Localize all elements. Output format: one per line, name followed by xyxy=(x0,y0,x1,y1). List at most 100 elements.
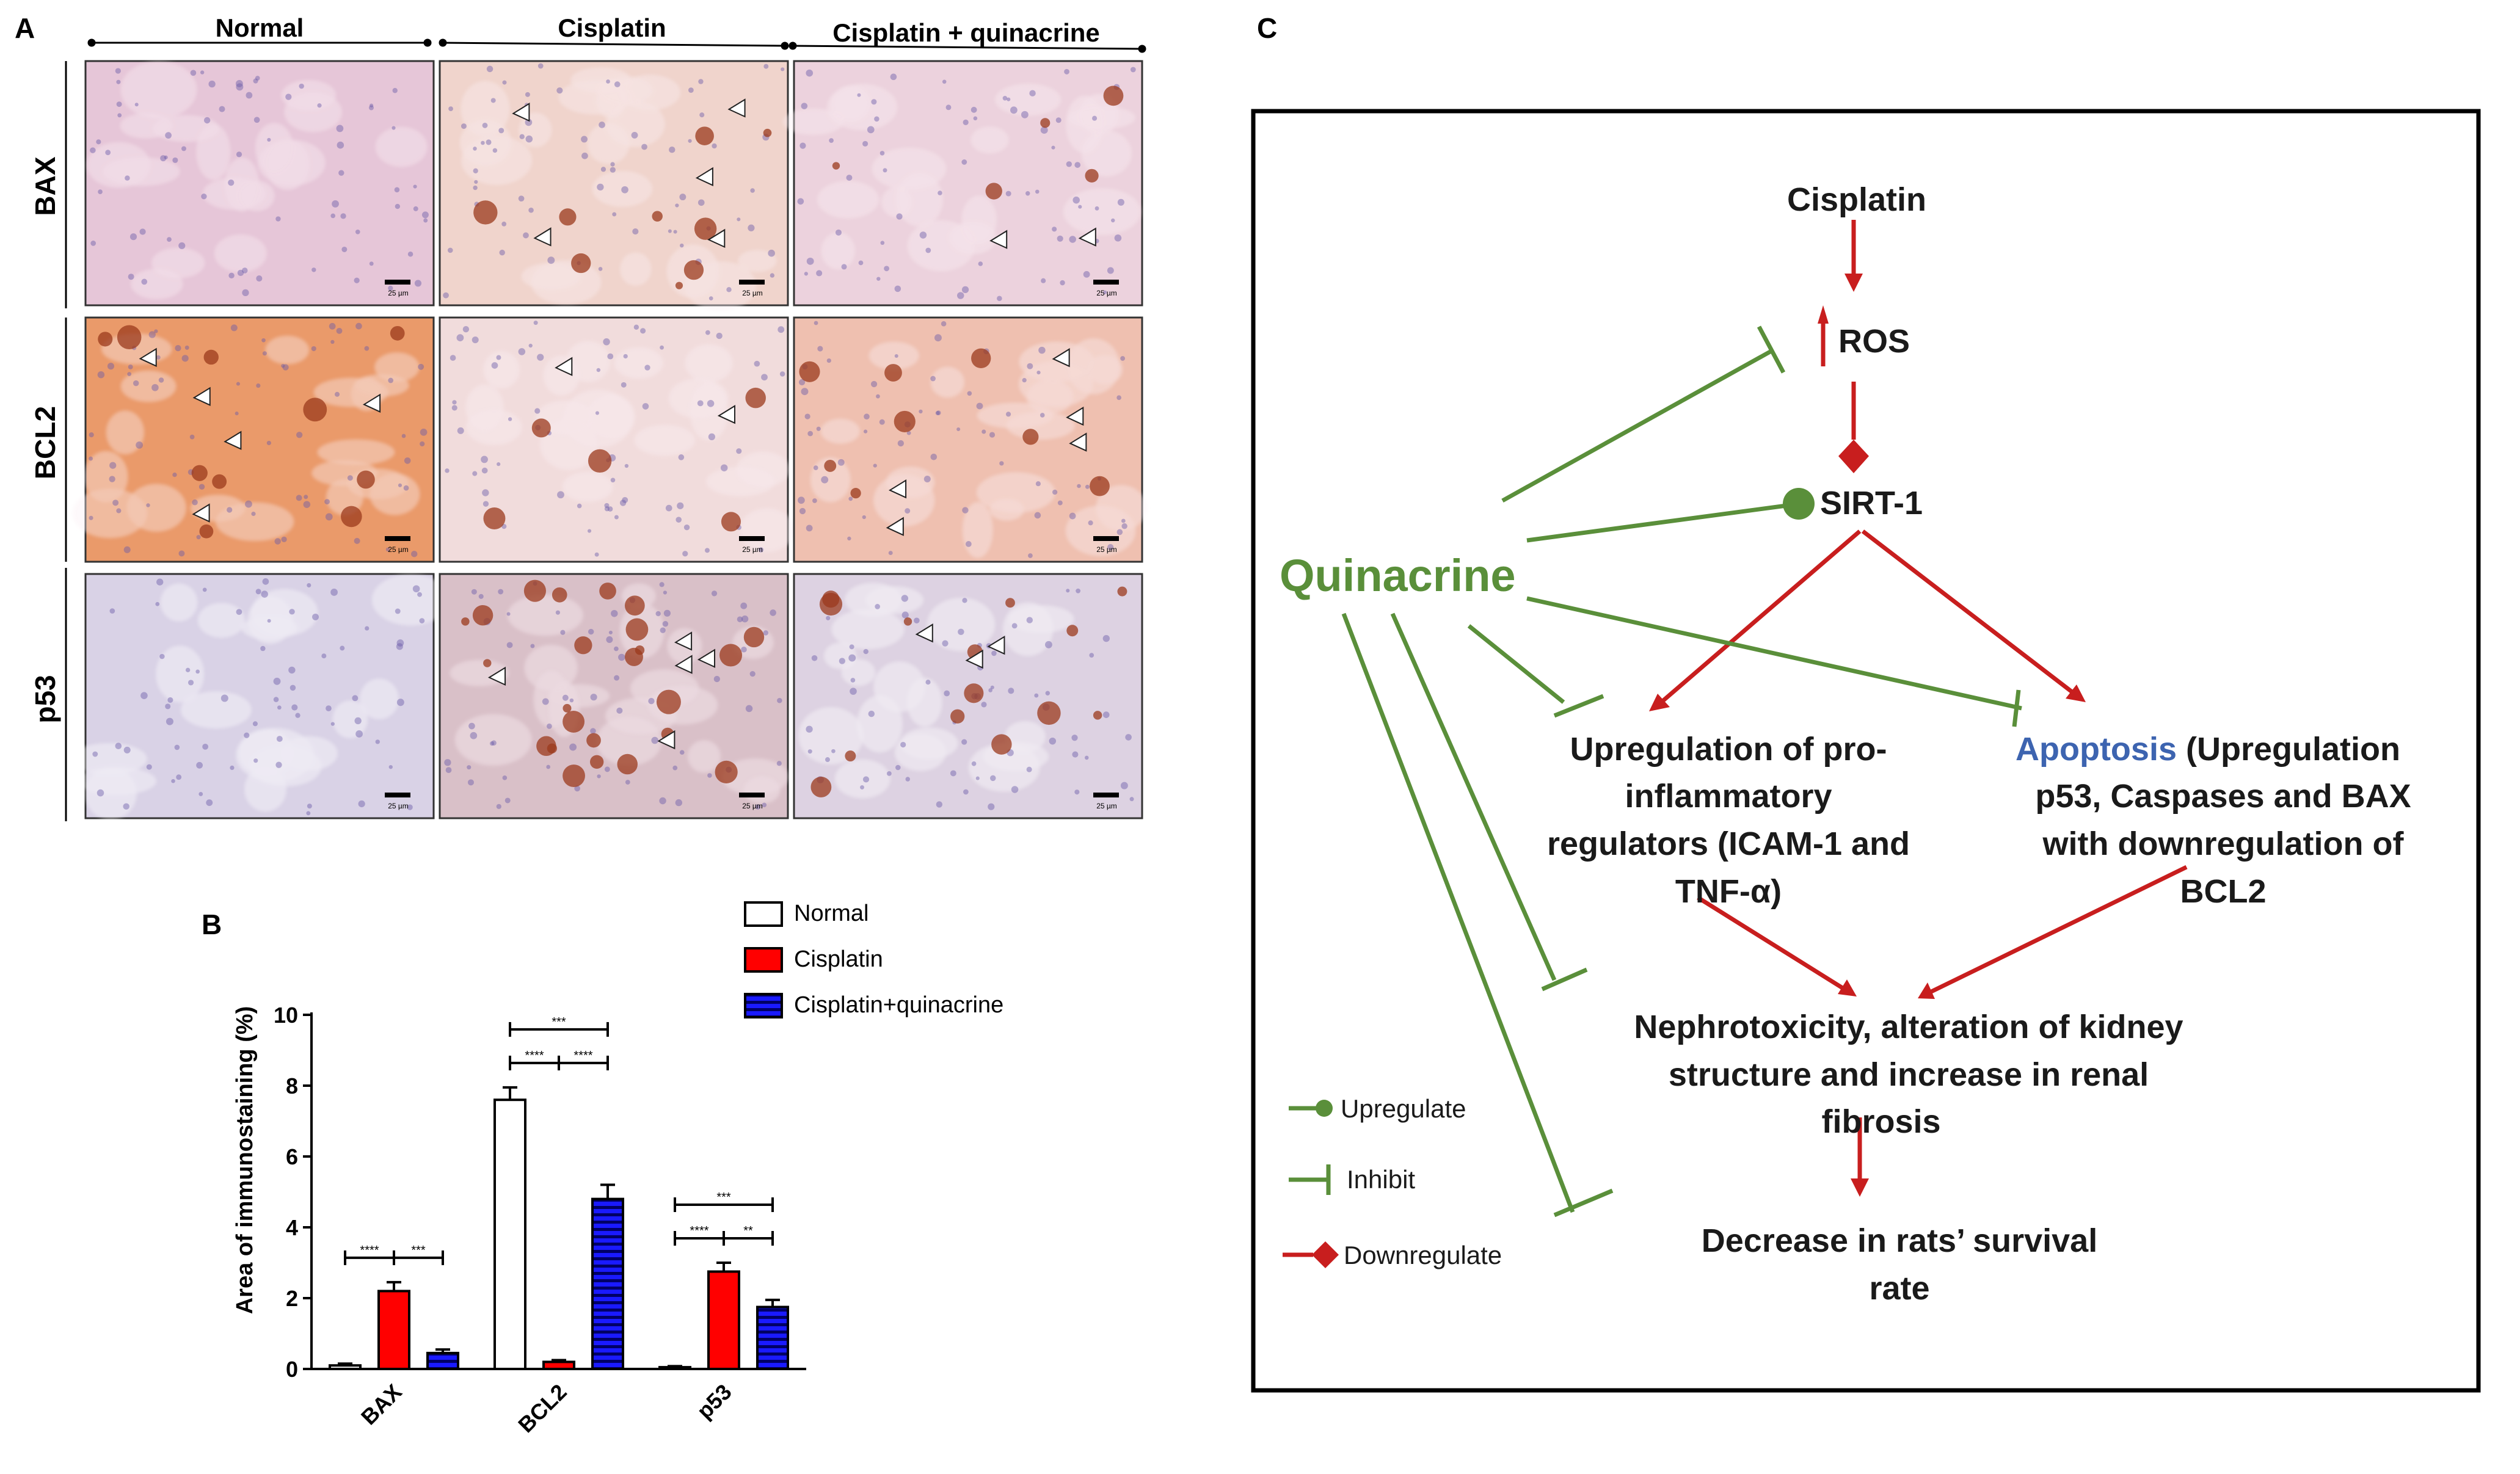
marker-arrowhead xyxy=(915,623,933,643)
legend-upregulate-marker xyxy=(1316,1100,1333,1117)
apoptosis-line-4: BCL2 xyxy=(2180,873,2266,910)
red-arrows xyxy=(1659,220,2188,1178)
quinacrine-inhibit-survival xyxy=(1341,612,1575,1213)
marker-arrowhead xyxy=(717,405,735,424)
y-axis-label: Area of immunostaining (%) xyxy=(232,1006,258,1315)
bar-BCL2-Cisplatin xyxy=(542,1360,575,1370)
bar-p53-Cisplatin+quinacrine xyxy=(756,1305,789,1370)
marker-arrowhead xyxy=(224,430,242,450)
marker-arrowhead xyxy=(192,503,210,523)
marker-arrowhead xyxy=(1066,406,1084,426)
survival-line-1: Decrease in rats’ survival xyxy=(1702,1222,2097,1259)
svg-text:Apoptosis (Upregulation: Apoptosis (Upregulation xyxy=(2016,731,2400,768)
bar-BAX-Cisplatin xyxy=(377,1290,410,1370)
bar-chart: 0246810BAX*******BCL2***********p53*****… xyxy=(274,901,1003,1437)
marker-arrowhead xyxy=(674,631,693,651)
scale-bar-label: 25 µm xyxy=(1096,545,1117,554)
y-tick-label: 0 xyxy=(286,1357,298,1382)
significance-label: *** xyxy=(552,1015,566,1029)
marker-arrowhead xyxy=(695,167,713,186)
panel-b-label: B xyxy=(202,909,222,940)
inflammation-to-nephro-arrow xyxy=(1697,896,1846,991)
significance-label: **** xyxy=(690,1224,708,1238)
micrograph-normal-p53: 25 µm xyxy=(70,573,450,820)
legend-downregulate: Downregulate xyxy=(1344,1241,1502,1269)
y-tick-label: 2 xyxy=(286,1286,298,1311)
nephro-line-1: Nephrotoxicity, alteration of kidney xyxy=(1634,1009,2183,1045)
apoptosis-to-nephro-arrow xyxy=(1929,865,2188,995)
apoptosis-word: Apoptosis xyxy=(2016,731,2177,768)
panel-a: A Normal Cisplatin Cisplatin + quinacrin… xyxy=(15,12,1147,821)
marker-arrowhead xyxy=(1069,432,1087,452)
row-label-bax: BAX xyxy=(29,156,61,216)
node-survival: Decrease in rats’ survival rate xyxy=(1702,1222,2097,1307)
green-inhibitors xyxy=(1341,325,2022,1218)
y-tick-label: 6 xyxy=(286,1144,298,1169)
micrograph-cis-bcl2: 25 µm xyxy=(439,316,795,563)
marker-arrowhead xyxy=(727,98,746,118)
quinacrine-inhibit-apoptosis xyxy=(1526,596,2022,711)
legend-upregulate: Upregulate xyxy=(1341,1094,1466,1123)
apoptosis-line-2: p53, Caspases and BAX xyxy=(2035,778,2411,815)
marker-arrowhead xyxy=(555,357,573,376)
node-ros: ROS xyxy=(1838,323,1910,360)
column-header-cisplatin-quinacrine: Cisplatin + quinacrine xyxy=(832,18,1100,47)
apoptosis-line-1: (Upregulation xyxy=(2177,731,2400,768)
quinacrine-inhibit-nephro xyxy=(1390,612,1557,981)
survival-line-2: rate xyxy=(1869,1270,1929,1307)
legend-inhibit: Inhibit xyxy=(1347,1165,1415,1194)
scale-bar-label: 25 µm xyxy=(742,289,763,297)
marker-arrowhead xyxy=(886,517,904,536)
inflammation-line-1: Upregulation of pro- xyxy=(1570,731,1887,768)
significance-label: *** xyxy=(411,1244,426,1257)
panel-b: B Area of immunostaining (%) 0246810BAX*… xyxy=(202,901,1003,1437)
significance-label: **** xyxy=(525,1049,544,1062)
scale-bar-label: 25 µm xyxy=(1096,802,1117,810)
bar-BAX-Cisplatin+quinacrine xyxy=(426,1351,459,1370)
y-tick-label: 8 xyxy=(286,1073,298,1098)
marker-arrowhead xyxy=(1052,348,1070,368)
marker-arrowhead xyxy=(987,635,1005,655)
marker-arrowhead xyxy=(657,730,676,750)
panel-c: C xyxy=(1251,12,2481,1393)
marker-arrowhead xyxy=(674,655,693,674)
legend-swatch xyxy=(744,947,783,973)
quinacrine-inhibit-inflammation xyxy=(1467,624,1565,704)
node-inflammation: Upregulation of pro- inflammatory regula… xyxy=(1547,731,1910,910)
x-tick-label: BAX xyxy=(356,1379,407,1430)
micrograph-cis-bax: 25 µm xyxy=(439,60,789,311)
scale-bar-label: 25 µm xyxy=(742,802,763,810)
significance-label: **** xyxy=(360,1244,379,1257)
significance-label: *** xyxy=(716,1191,731,1204)
diagram-frame xyxy=(1251,109,2481,1393)
column-header-cisplatin: Cisplatin xyxy=(558,13,666,42)
scale-bar-label: 25 µm xyxy=(742,545,763,554)
node-nephrotoxicity: Nephrotoxicity, alteration of kidney str… xyxy=(1634,1009,2183,1140)
micrograph-grid: 25 µm 25 µm 25 µm 25 µm 25 µm 25 µm 25 µm 25 µm… xyxy=(70,60,1147,820)
node-quinacrine: Quinacrine xyxy=(1280,550,1516,601)
legend-entry: Normal xyxy=(794,901,869,926)
inflammation-line-3: regulators (ICAM-1 and xyxy=(1547,826,1910,862)
scale-bar-label: 25 µm xyxy=(388,545,409,554)
row-label-bcl2: BCL2 xyxy=(29,406,61,479)
marker-arrowhead xyxy=(989,230,1008,249)
marker-arrowhead xyxy=(139,347,157,368)
inflammation-line-4: TNF-α) xyxy=(1675,873,1782,910)
marker-arrowhead xyxy=(192,387,211,406)
node-apoptosis: Apoptosis (Upregulation p53, Caspases an… xyxy=(2016,731,2411,910)
red-arrowheads xyxy=(1649,274,2086,1197)
x-tick-label: BCL2 xyxy=(513,1379,571,1437)
y-tick-label: 10 xyxy=(274,1003,298,1028)
quinacrine-inhibit-ros xyxy=(1501,349,1772,503)
marker-arrowhead xyxy=(512,103,530,122)
sirt1-to-inflammation-arrow xyxy=(1659,529,1862,704)
diagram-legend: Upregulate Inhibit Downregulate xyxy=(1283,1094,1502,1269)
scale-bar-label: 25 µm xyxy=(1096,289,1117,297)
legend-entry: Cisplatin xyxy=(794,946,883,972)
nephro-line-3: fibrosis xyxy=(1821,1103,1940,1140)
apoptosis-line-3: with downregulation of xyxy=(2042,826,2405,862)
row-label-p53: p53 xyxy=(29,675,61,723)
legend-swatch xyxy=(744,901,783,927)
micrograph-cis-p53: 25 µm xyxy=(439,573,789,819)
